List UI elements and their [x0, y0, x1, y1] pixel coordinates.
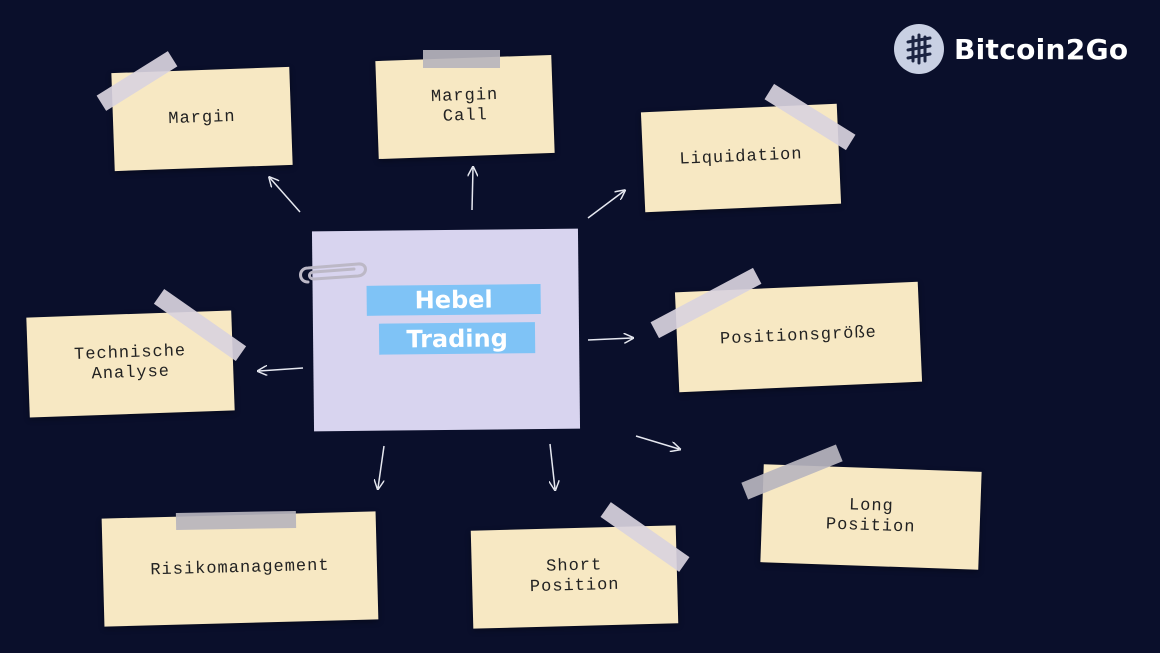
- arrow-to-long-position: [635, 435, 679, 449]
- note-label: Margin Call: [430, 85, 499, 127]
- arrow-to-risikomanagement: [378, 445, 385, 488]
- bitcoin-logo-icon: [894, 24, 944, 74]
- arrow-to-liquidation: [587, 191, 624, 219]
- arrow-to-technische-analyse: [259, 368, 304, 371]
- note-label: Risikomanagement: [150, 556, 330, 581]
- note-label: Technische Analyse: [73, 342, 187, 385]
- note-label: Positionsgröße: [719, 323, 878, 350]
- arrow-to-positionsgroesse: [587, 338, 632, 340]
- brand-name: Bitcoin2Go: [954, 32, 1129, 66]
- center-title-line2: Trading: [378, 322, 536, 355]
- tape: [175, 510, 297, 531]
- note-label: Short Position: [529, 556, 620, 598]
- brand-logo: Bitcoin2Go: [894, 24, 1128, 74]
- center-title-line1: Hebel: [366, 284, 541, 316]
- arrow-to-margin-call: [472, 168, 473, 211]
- arrow-to-margin: [270, 178, 301, 213]
- tape: [423, 50, 500, 68]
- arrow-to-short-position: [550, 443, 555, 489]
- note-label: Long Position: [825, 496, 916, 538]
- paperclip-icon: [299, 262, 367, 284]
- note-label: Liquidation: [679, 145, 803, 170]
- note-label: Margin: [168, 107, 236, 130]
- note-margin-call: Margin Call: [375, 54, 555, 160]
